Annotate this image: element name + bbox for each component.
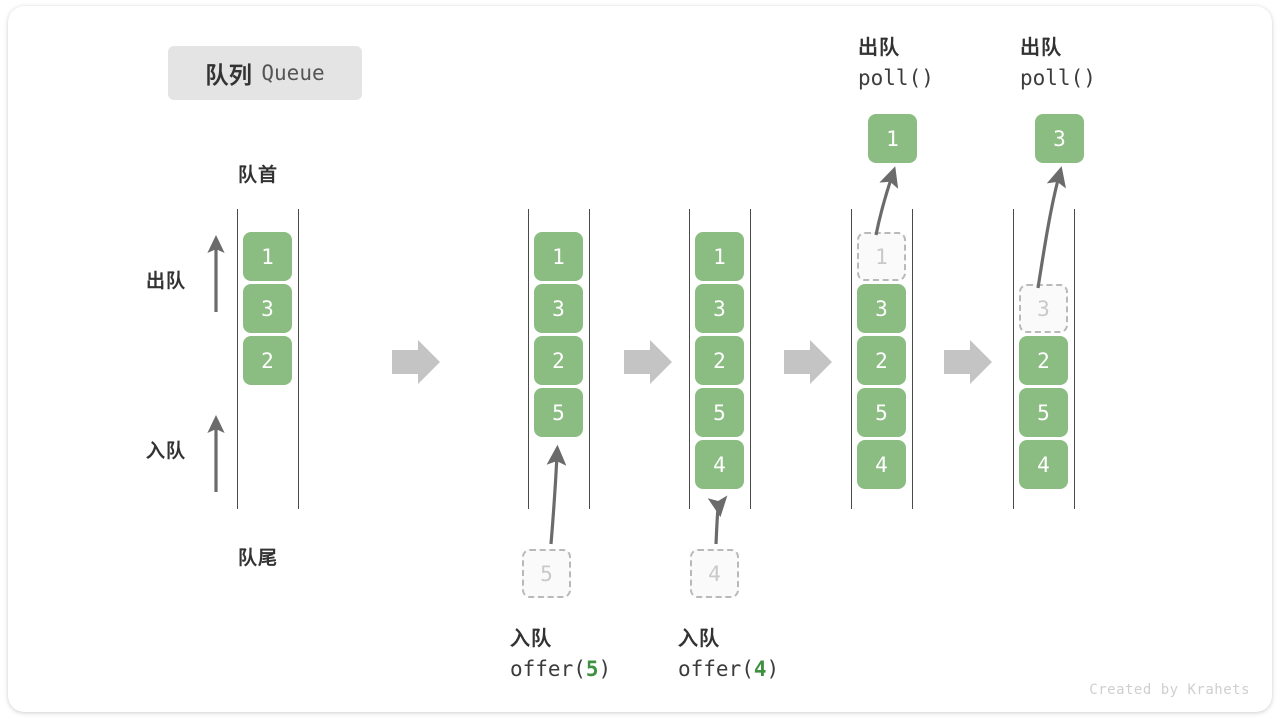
queue-cell: 3 [857, 284, 906, 333]
queue-cell: 2 [243, 336, 292, 385]
rail-right [750, 209, 751, 509]
rail-left [1013, 209, 1014, 509]
caption-code: offer(4) [678, 657, 779, 681]
code-prefix: offer( [510, 657, 586, 681]
caption-chinese: 入队 [510, 628, 552, 650]
watermark-credit: Created by Krahets [1089, 682, 1250, 698]
diagram-title-badge: 队列 Queue [168, 46, 362, 100]
caption-chinese: 出队 [1020, 37, 1062, 59]
queue-cell: 1 [695, 232, 744, 281]
title-english: Queue [261, 61, 325, 85]
queue-cell: 4 [857, 440, 906, 489]
code-suffix: ) [921, 66, 934, 90]
caption-chinese: 入队 [678, 628, 720, 650]
diagram-stage: 队列 Queue 队首 队尾 出队 入队 1 3 2 1 3 2 5 5 入队 [8, 6, 1272, 712]
panel-initial-queue: 1 3 2 [237, 209, 299, 509]
code-suffix: ) [1083, 66, 1096, 90]
queue-cell-ghost: 1 [857, 232, 906, 281]
queue-cell-ghost: 3 [1019, 284, 1068, 333]
rail-right [298, 209, 299, 509]
rail-right [1074, 209, 1075, 509]
rail-right [912, 209, 913, 509]
caption-offer-5: 入队 offer(5) [510, 622, 611, 681]
code-arg: 5 [585, 657, 599, 681]
code-suffix: ) [598, 657, 612, 681]
diagram-card: 队列 Queue 队首 队尾 出队 入队 1 3 2 1 3 2 5 5 入队 [8, 6, 1272, 712]
panel-after-offer-5: 1 3 2 5 [528, 209, 590, 509]
queue-cell: 3 [534, 284, 583, 333]
queue-cell: 4 [695, 440, 744, 489]
caption-code: poll() [1020, 66, 1096, 90]
step-arrow-3 [784, 340, 832, 384]
dequeue-direction-label: 出队 [146, 271, 187, 292]
queue-cell: 3 [243, 284, 292, 333]
caption-offer-4: 入队 offer(4) [678, 622, 779, 681]
rail-left [237, 209, 238, 509]
queue-cell: 5 [857, 388, 906, 437]
step-arrow-2 [624, 340, 672, 384]
queue-cell: 3 [695, 284, 744, 333]
queue-cell: 2 [857, 336, 906, 385]
queue-cell: 2 [695, 336, 744, 385]
queue-cell: 1 [534, 232, 583, 281]
queue-head-label: 队首 [238, 165, 279, 186]
code-prefix: poll( [858, 66, 922, 90]
caption-chinese: 出队 [858, 37, 900, 59]
title-chinese: 队列 [205, 62, 253, 88]
queue-cell: 5 [1019, 388, 1068, 437]
incoming-ghost-cell: 5 [522, 549, 571, 598]
rail-left [851, 209, 852, 509]
rail-left [528, 209, 529, 509]
queue-cell: 2 [1019, 336, 1068, 385]
step-arrow-1 [392, 340, 440, 384]
panel-after-poll-3: 3 2 5 4 [1013, 209, 1075, 509]
step-arrow-4 [944, 340, 992, 384]
code-prefix: offer( [678, 657, 754, 681]
rail-right [589, 209, 590, 509]
caption-code: offer(5) [510, 657, 611, 681]
rail-left [689, 209, 690, 509]
queue-cell: 5 [695, 388, 744, 437]
code-suffix: ) [766, 657, 780, 681]
incoming-ghost-cell: 4 [690, 549, 739, 598]
panel-after-poll-1: 1 3 2 5 4 [851, 209, 913, 509]
caption-poll-1: 出队 poll() [858, 31, 934, 90]
queue-cell: 1 [243, 232, 292, 281]
panel-after-offer-4: 1 3 2 5 4 [689, 209, 751, 509]
queue-cell: 4 [1019, 440, 1068, 489]
code-arg: 4 [753, 657, 767, 681]
enqueue-direction-label: 入队 [146, 441, 187, 462]
code-prefix: poll( [1020, 66, 1084, 90]
caption-poll-3: 出队 poll() [1020, 31, 1096, 90]
outgoing-cell: 3 [1035, 114, 1084, 163]
queue-tail-label: 队尾 [238, 548, 279, 569]
caption-code: poll() [858, 66, 934, 90]
arrows-overlay [207, 166, 1066, 545]
queue-cell: 5 [534, 388, 583, 437]
enqueue-arrow-4 [707, 495, 728, 545]
queue-cell: 2 [534, 336, 583, 385]
outgoing-cell: 1 [868, 114, 917, 163]
